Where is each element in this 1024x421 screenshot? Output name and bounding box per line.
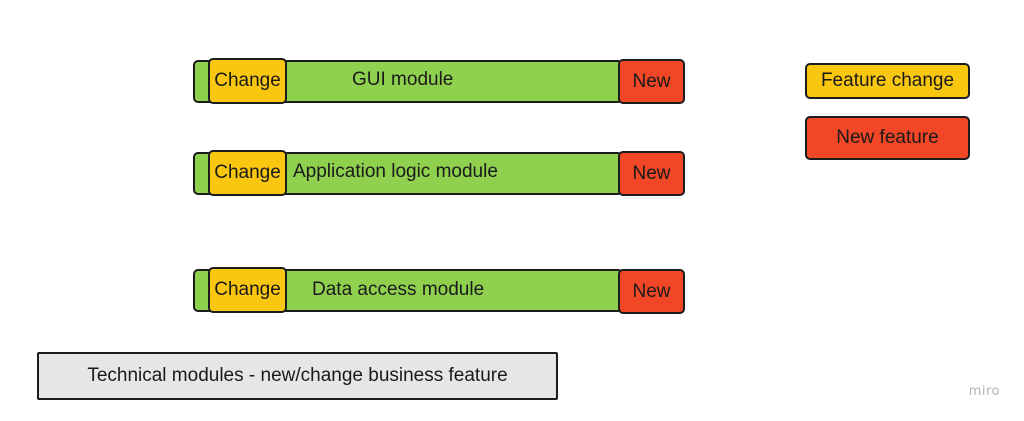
legend-feature-change: Feature change: [805, 63, 970, 99]
data-access-change-tag: Change: [208, 267, 287, 313]
application-logic-module-label: Application logic module: [293, 161, 498, 182]
gui-module-label: GUI module: [352, 69, 454, 90]
data-access-module-label: Data access module: [312, 279, 485, 300]
data-access-new-tag: New: [618, 269, 685, 314]
miro-watermark: miro: [968, 384, 1000, 399]
application-logic-new-tag: New: [618, 151, 685, 196]
gui-new-tag: New: [618, 59, 685, 104]
application-logic-change-tag: Change: [208, 150, 287, 196]
diagram-caption: Technical modules - new/change business …: [37, 352, 558, 400]
gui-change-tag: Change: [208, 58, 287, 104]
legend-new-feature: New feature: [805, 116, 970, 160]
